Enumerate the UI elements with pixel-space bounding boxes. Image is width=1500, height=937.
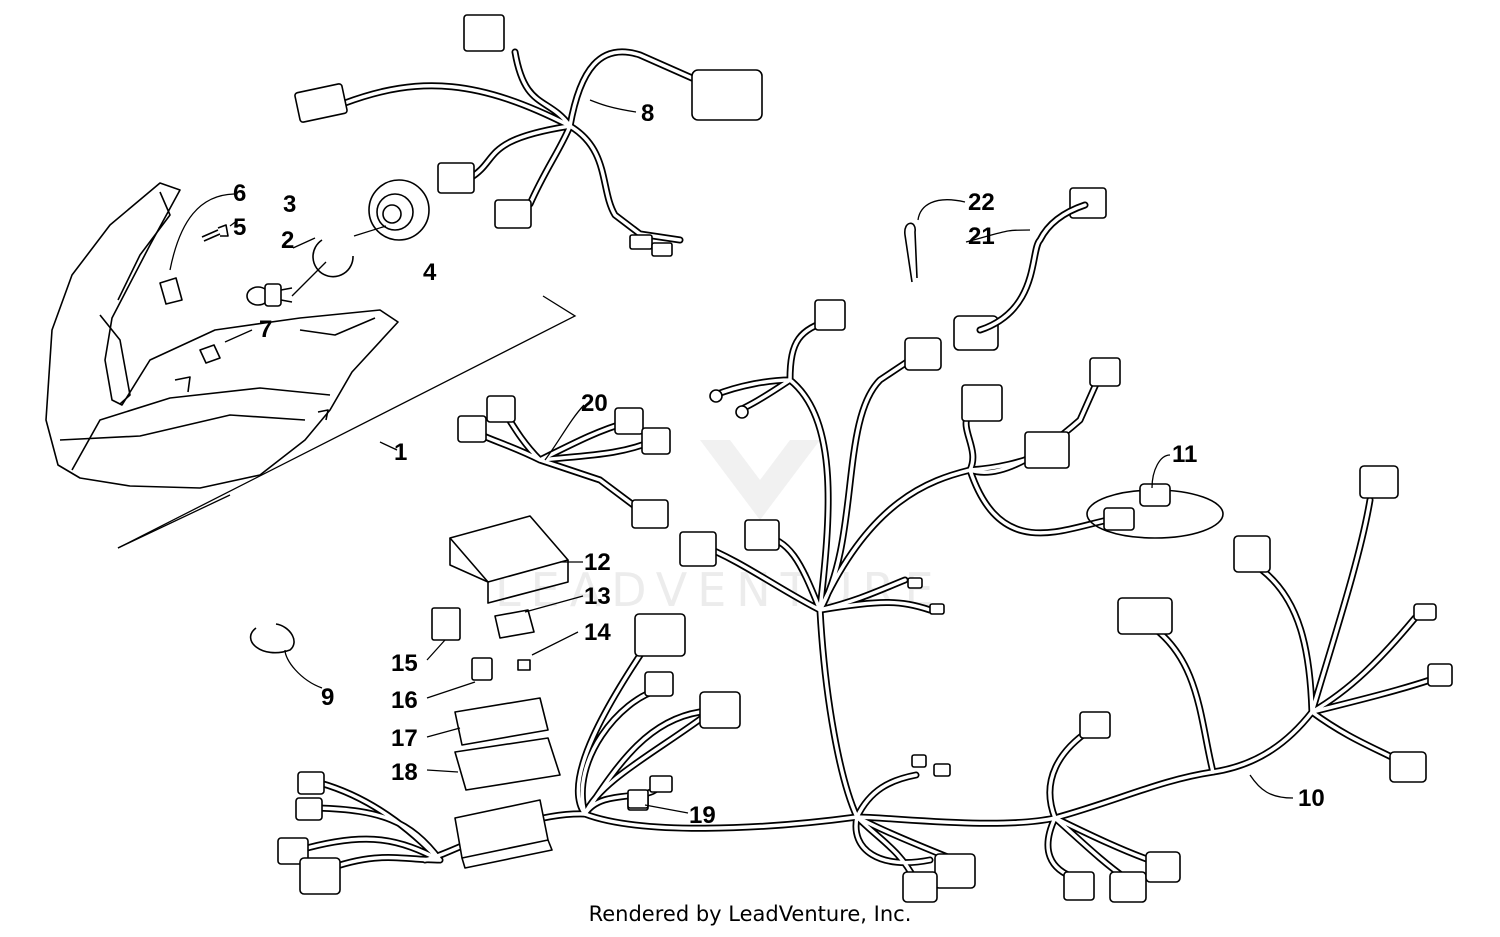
fuse-box — [454, 799, 553, 869]
fuse-box-seal — [454, 737, 561, 791]
callout-1: 1 — [394, 439, 407, 466]
fuse-box-cover — [449, 515, 569, 604]
injector-sub-harness — [457, 395, 671, 529]
callout-18: 18 — [391, 759, 418, 786]
callout-20: 20 — [581, 390, 608, 417]
headlight-bulb — [246, 261, 327, 307]
harness-clip — [904, 222, 918, 283]
callout-3: 3 — [283, 191, 296, 218]
callout-10: 10 — [1298, 785, 1325, 812]
callout-6: 6 — [233, 180, 246, 207]
assembly-bracket-line — [117, 295, 577, 549]
leader-lines — [169, 99, 1294, 814]
callout-11: 11 — [1172, 441, 1197, 468]
callout-22: 22 — [968, 189, 995, 216]
callout-19: 19 — [689, 802, 716, 829]
callout-13: 13 — [584, 583, 611, 610]
bulb-boot — [353, 179, 430, 241]
speed-nut — [199, 344, 221, 364]
headlight-sub-harness — [294, 14, 763, 257]
headlight-housing — [45, 182, 399, 489]
cable-tie-ring — [249, 623, 295, 654]
main-wiring-harness — [277, 187, 1453, 903]
callout-labels: 1 2 3 4 5 6 7 8 9 10 11 12 13 14 15 16 1… — [233, 100, 1325, 829]
callout-17: 17 — [391, 725, 418, 752]
fuse — [517, 659, 531, 671]
connector-19 — [627, 789, 649, 809]
callout-8: 8 — [641, 100, 654, 127]
relay-13 — [494, 609, 535, 639]
callout-4: 4 — [423, 259, 437, 286]
callout-12: 12 — [584, 549, 611, 576]
bulb-retaining-ring — [312, 239, 354, 278]
relay-15 — [431, 607, 461, 641]
callout-16: 16 — [391, 687, 418, 714]
callout-2: 2 — [281, 227, 294, 254]
callout-15: 15 — [391, 650, 418, 677]
mounting-screw — [201, 224, 229, 242]
mounting-clip — [159, 277, 183, 305]
relay-16 — [471, 657, 493, 681]
footer-credit: Rendered by LeadVenture, Inc. — [588, 902, 912, 926]
fuse-label — [454, 697, 549, 746]
callout-9: 9 — [321, 684, 334, 711]
callout-14: 14 — [584, 619, 611, 646]
callout-5: 5 — [233, 214, 246, 241]
callout-7: 7 — [259, 316, 272, 343]
callout-21: 21 — [968, 223, 995, 250]
